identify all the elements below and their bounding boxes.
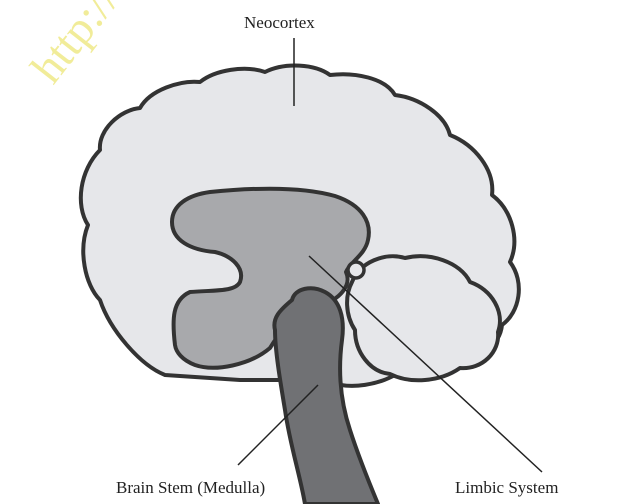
limbic-knob (348, 262, 364, 278)
brain-stem-label: Brain Stem (Medulla) (116, 479, 265, 496)
limbic-system-label: Limbic System (455, 479, 558, 496)
neocortex-label: Neocortex (244, 14, 315, 31)
